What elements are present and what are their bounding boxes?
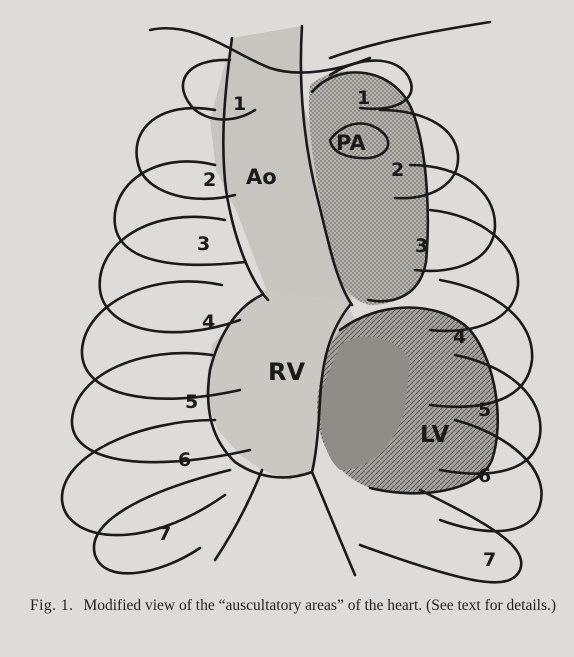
- sternum-line: [215, 470, 262, 560]
- rib-number-right-7: 7: [158, 523, 171, 545]
- rib-number-right-1: 1: [233, 93, 246, 115]
- rib-number-left-1: 1: [357, 87, 370, 109]
- figure-caption: Fig. 1. Modified view of the “auscultato…: [30, 596, 560, 615]
- rib-number-right-4: 4: [202, 311, 215, 333]
- rib-number-left-5: 5: [478, 399, 491, 421]
- sternum-line-right: [312, 472, 355, 575]
- rib-number-left-4: 4: [453, 326, 466, 348]
- label-aorta: Ao: [246, 165, 277, 189]
- rib-number-left-7: 7: [483, 549, 496, 571]
- heart-diagram: Ao PA RV LV 1 2 3 4 5 6 7 1 2 3 4 5 6 7: [0, 0, 574, 600]
- rib-number-left-6: 6: [478, 465, 491, 487]
- caption-note: (See text for details.): [426, 597, 556, 614]
- heart-regions: [205, 26, 498, 493]
- rib-number-right-6: 6: [178, 449, 191, 471]
- right-rib-4: [100, 217, 240, 332]
- label-pulmonary-artery: PA: [336, 131, 366, 155]
- left-clavicle: [330, 22, 490, 58]
- caption-figure-number: Fig. 1.: [30, 597, 74, 614]
- rib-number-left-3: 3: [415, 235, 428, 257]
- rib-number-right-5: 5: [185, 391, 198, 413]
- rib-number-right-3: 3: [197, 233, 210, 255]
- label-left-ventricle: LV: [420, 422, 449, 448]
- rib-number-right-2: 2: [203, 169, 216, 191]
- label-right-ventricle: RV: [268, 358, 305, 386]
- left-rib-8: [360, 490, 521, 582]
- caption-text: Modified view of the “auscultatory areas…: [83, 597, 422, 614]
- right-rib-8: [94, 470, 230, 573]
- rib-number-left-2: 2: [391, 159, 404, 181]
